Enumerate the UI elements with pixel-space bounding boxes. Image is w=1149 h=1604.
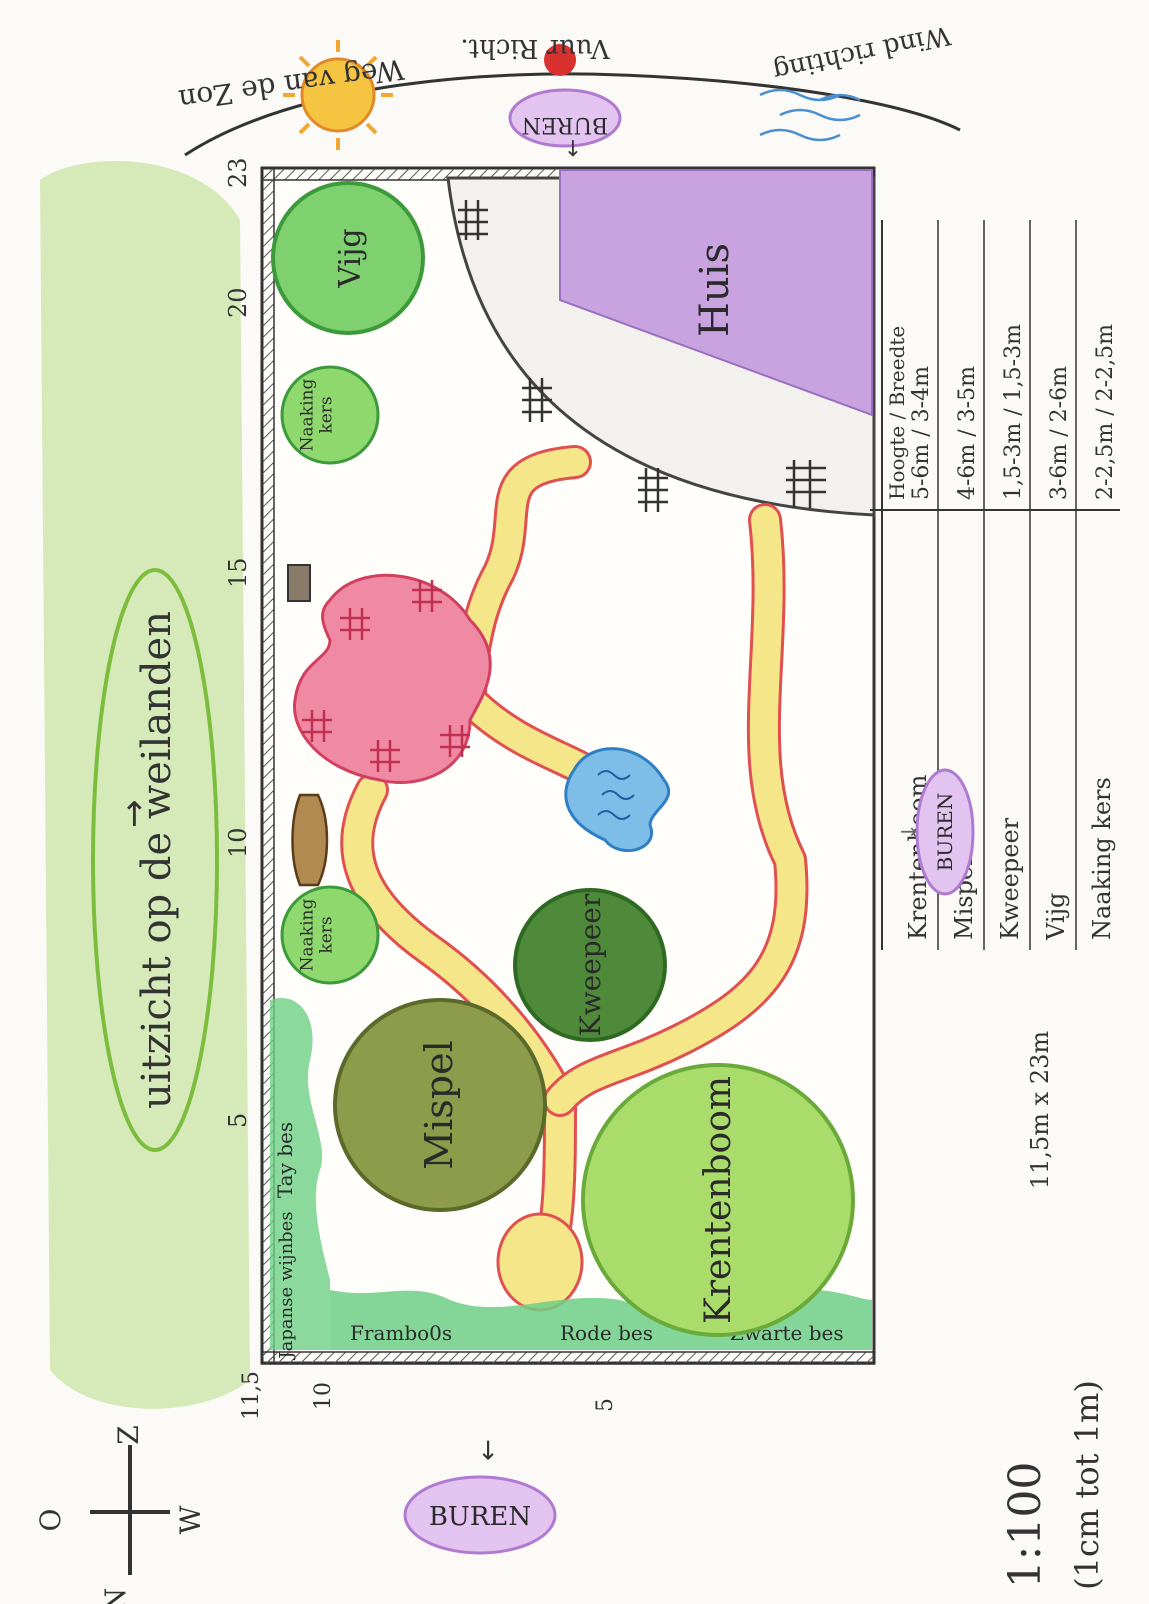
tree-vijg: Vijg	[271, 181, 425, 335]
legend-table: Hoogte / Breedte Krentenboom 5-6m / 3-4m…	[870, 220, 1120, 950]
legend-row-name-naaking-kers: Naaking kers	[1088, 777, 1116, 940]
svg-text:Vijg: Vijg	[333, 228, 368, 288]
tree-naaking-kers-2-label: Naakingkers	[298, 899, 337, 972]
border-plant-framboos: Frambo0s	[350, 1321, 452, 1345]
svg-text:BUREN: BUREN	[522, 112, 609, 137]
legend-row-value-kweepeer: 1,5-3m / 1,5-3m	[1001, 324, 1026, 500]
garden-dimensions: 11,5m x 23m	[1026, 1031, 1054, 1190]
svg-text:→: →	[560, 139, 585, 157]
wind-label: Wind richting	[770, 19, 953, 86]
legend-header: Hoogte / Breedte	[885, 326, 909, 500]
tree-naaking-kers-2: Naakingkers	[280, 885, 380, 985]
bottom-fence	[261, 1351, 875, 1365]
compass-south: Z	[112, 1425, 145, 1444]
fire-icon	[544, 44, 576, 76]
legend-row-name-vijg: Vijg	[1042, 893, 1070, 941]
legend-row-value-krentenboom: 5-6m / 3-4m	[909, 366, 934, 500]
compass-rose: O N Z W	[34, 1425, 207, 1604]
scale-ratio: 1:100	[1000, 1462, 1051, 1589]
pond	[564, 747, 671, 853]
legend-row-value-naaking-kers: 2-2,5m / 2-2,5m	[1093, 324, 1118, 500]
svg-text:BUREN: BUREN	[429, 1502, 531, 1532]
left-tick-11-5: 11,5	[239, 1371, 264, 1420]
svg-text:→: →	[473, 1439, 503, 1461]
house	[559, 169, 873, 417]
wind-icon	[759, 88, 861, 142]
svg-text:Mispel: Mispel	[417, 1040, 461, 1170]
neighbor-top: BUREN →	[508, 88, 622, 157]
neighbor-left: BUREN →	[403, 1439, 557, 1555]
fire-label: Vuur Richt.	[460, 33, 610, 63]
left-tick-5: 5	[593, 1398, 618, 1412]
legend-row-name-kweepeer: Kweepeer	[996, 817, 1024, 940]
border-plant-taybes: Tay bes	[273, 1122, 297, 1198]
left-hedge	[270, 998, 330, 1350]
path-end-blob	[496, 1212, 584, 1312]
view-arrow: →	[114, 800, 154, 829]
top-tick-10: 10	[224, 827, 252, 858]
scale-note: (1cm tot 1m)	[1068, 1380, 1106, 1590]
bench	[287, 564, 311, 602]
seating-tiles	[302, 580, 470, 772]
view-label-oval	[91, 568, 219, 1152]
bird-bath-basket	[291, 793, 329, 887]
compass-west: W	[174, 1505, 207, 1534]
tree-mispel: Mispel	[333, 998, 547, 1212]
view-label: uitzicht op de weilanden	[134, 611, 180, 1109]
top-tick-20: 20	[224, 287, 252, 318]
neighbor-right: BUREN →	[900, 768, 975, 896]
legend-row-value-mispel: 4-6m / 3-5m	[955, 366, 980, 500]
tree-naaking-kers-1: Naakingkers	[280, 365, 380, 465]
house-label: Huis	[692, 243, 738, 337]
top-tick-15: 15	[224, 557, 252, 588]
svg-text:Kweepeer: Kweepeer	[574, 893, 607, 1036]
pond-ripples	[597, 770, 635, 820]
terrace-tiles	[458, 200, 826, 512]
svg-text:→: →	[900, 819, 917, 843]
seating-area	[292, 573, 492, 784]
left-tick-10: 10	[311, 1382, 336, 1410]
top-tick-23: 23	[224, 157, 252, 188]
meadow-area	[40, 160, 250, 1409]
top-tick-5: 5	[224, 1113, 252, 1128]
svg-text:Krentenboom: Krentenboom	[698, 1076, 739, 1324]
tree-naaking-kers-1-label: Naakingkers	[298, 379, 337, 452]
compass-east: O	[34, 1509, 67, 1532]
border-plant-japanse-wijnbes: Japanse wijnbes	[276, 1211, 297, 1360]
svg-text:BUREN: BUREN	[933, 793, 957, 872]
tree-kweepeer: Kweepeer	[513, 888, 667, 1042]
sun-icon	[283, 40, 393, 150]
tree-krentenboom: Krentenboom	[581, 1063, 855, 1337]
border-plant-rode-bes: Rode bes	[560, 1321, 653, 1345]
compass-north: N	[99, 1588, 132, 1604]
legend-row-value-vijg: 3-6m / 2-6m	[1047, 366, 1072, 500]
